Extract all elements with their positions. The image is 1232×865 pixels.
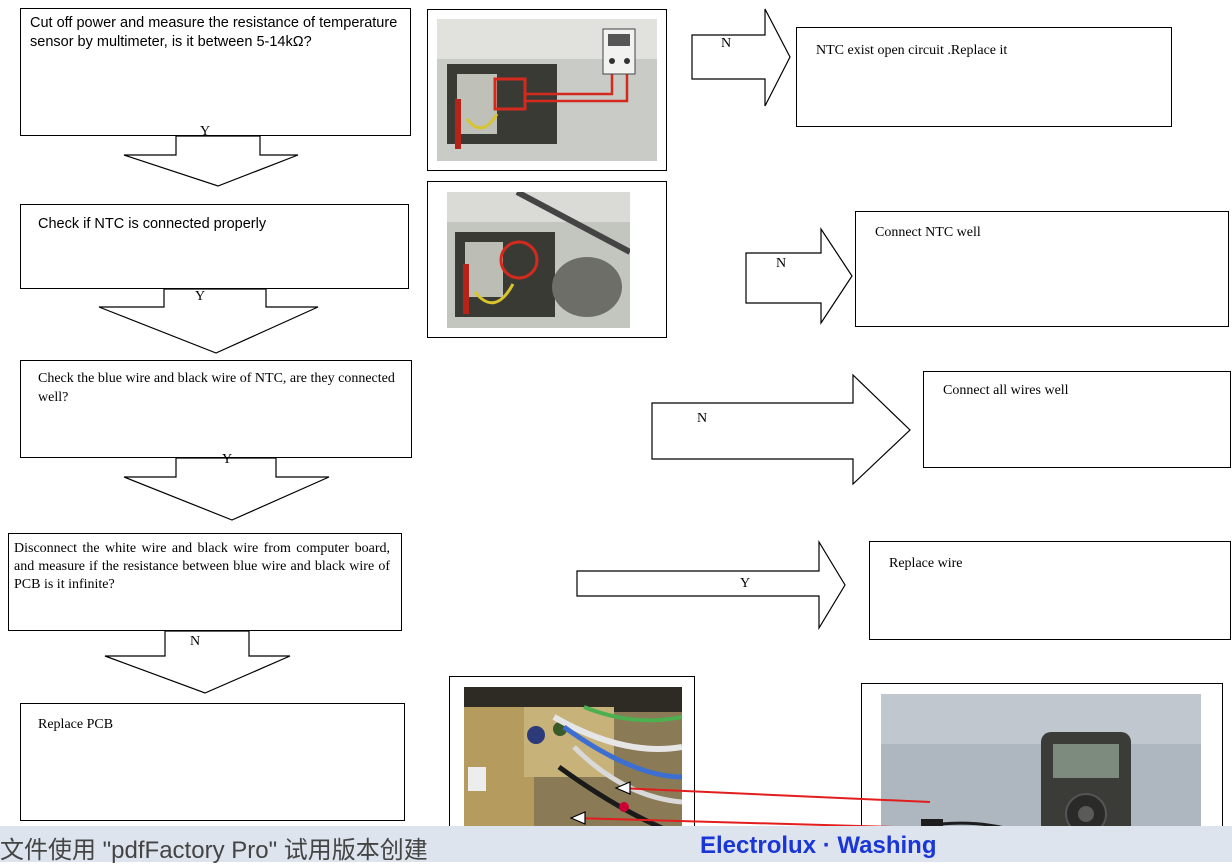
pdf-footer-band [0, 826, 1232, 862]
step-text-1: Cut off power and measure the resistance… [30, 15, 398, 50]
side-label-3: N [697, 411, 708, 426]
step-text-5: Replace PCB [38, 717, 114, 732]
pdf-footer-brand: Electrolux · Washing [700, 832, 937, 859]
action-box-2 [855, 211, 1229, 327]
right-arrow-3 [651, 373, 911, 486]
down-arrow-4 [104, 630, 291, 694]
down-label-2: Y [195, 289, 206, 304]
action-text-3: Connect all wires well [943, 383, 1069, 398]
side-label-2: N [776, 256, 787, 271]
step-box-2 [20, 204, 409, 289]
step-text-3: Check the blue wire and black wire of NT… [38, 371, 395, 405]
down-label-4: N [190, 634, 201, 649]
step-text-4: Disconnect the white wire and black wire… [14, 541, 390, 592]
step-box-3 [20, 360, 412, 458]
down-label-1: Y [200, 124, 211, 139]
right-arrow-4 [576, 539, 846, 631]
photo-ntc-connector [447, 192, 630, 328]
action-box-3 [923, 371, 1231, 468]
step-box-5 [20, 703, 405, 821]
action-text-4: Replace wire [889, 556, 963, 571]
step-box-4 [8, 533, 402, 631]
side-label-4: Y [740, 576, 751, 591]
action-box-4 [869, 541, 1231, 640]
action-box-1 [796, 27, 1172, 127]
photo-pcb [464, 687, 682, 829]
side-label-1: N [721, 36, 732, 51]
step-box-1 [20, 8, 411, 136]
probe-pointer-black [617, 787, 931, 803]
probe-pointer-black-head [614, 781, 631, 795]
right-arrow-2 [745, 227, 853, 325]
down-label-3: Y [222, 452, 233, 467]
step-text-2: Check if NTC is connected properly [38, 216, 267, 232]
down-arrow-1 [123, 135, 299, 187]
photo-ntc-measure [437, 19, 657, 161]
down-arrow-2 [98, 288, 319, 354]
action-text-1: NTC exist open circuit .Replace it [816, 43, 1008, 58]
right-arrow-1 [691, 8, 791, 107]
down-arrow-3 [123, 457, 330, 521]
action-text-2: Connect NTC well [875, 225, 981, 240]
pdf-footer-text: 文件使用 "pdfFactory Pro" 试用版本创建 [0, 837, 428, 864]
probe-pointer-red-head [569, 811, 586, 825]
